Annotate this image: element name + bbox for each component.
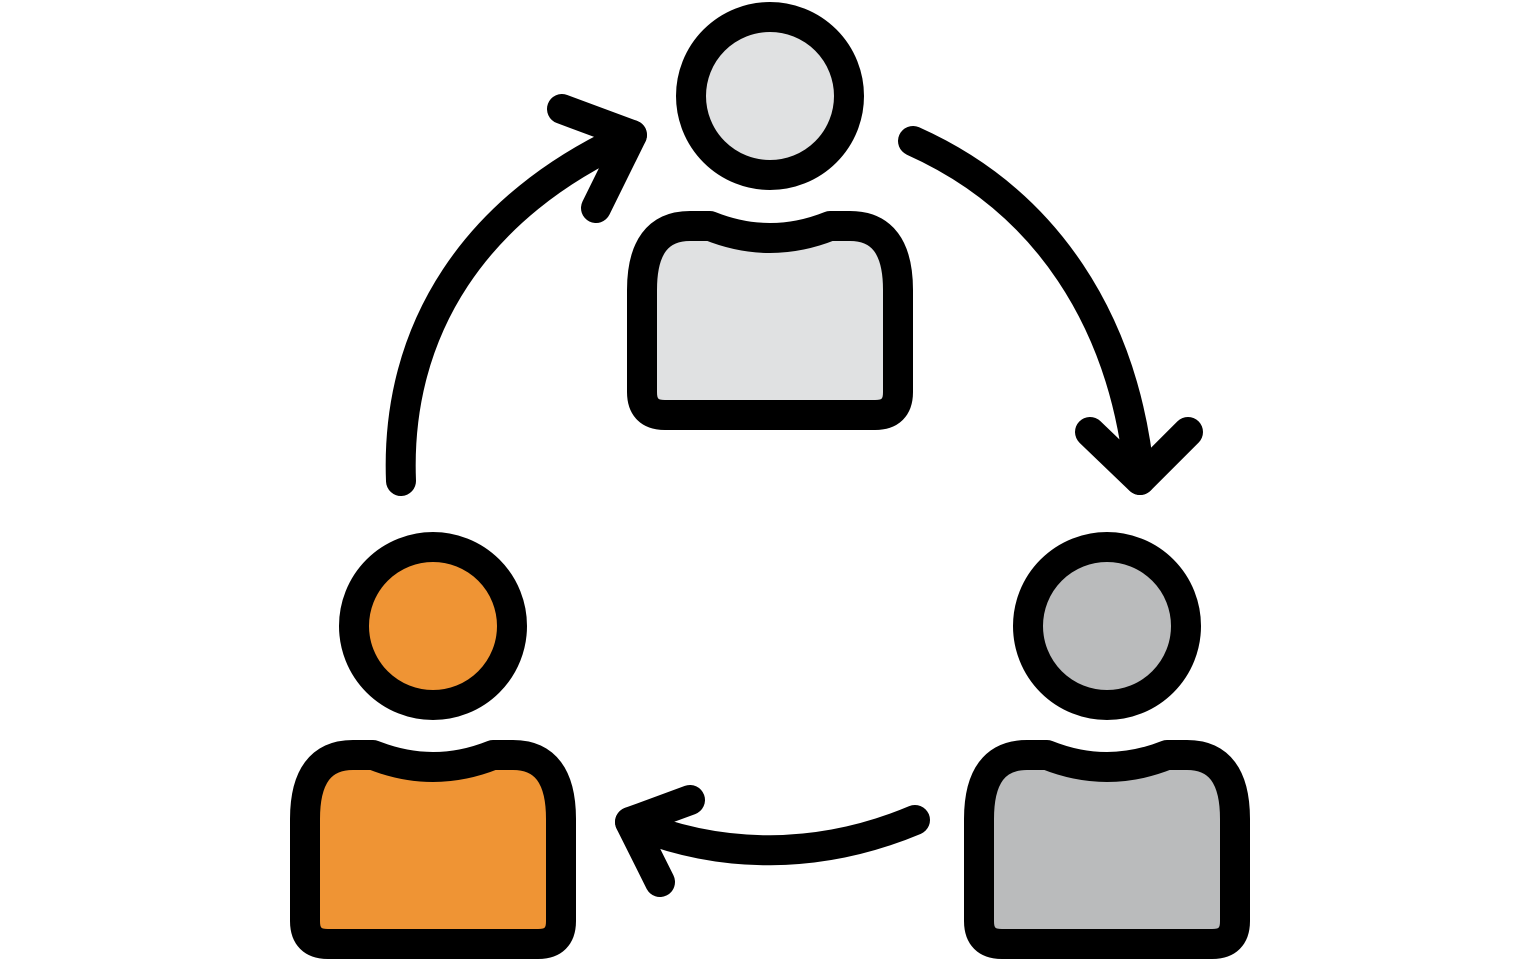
arrow-top-to-right (898, 126, 1203, 495)
person-left-body (290, 740, 576, 959)
arrow-left-to-top (385, 94, 647, 496)
arrow-left-to-top-head (547, 94, 647, 223)
person-left (290, 532, 576, 959)
person-right-head (1013, 532, 1201, 720)
person-top-body (627, 211, 913, 430)
arrow-right-to-left (615, 785, 930, 897)
arrow-top-to-right-head (1075, 417, 1203, 495)
person-right (964, 532, 1250, 959)
person-top (627, 2, 913, 430)
person-left-head (339, 532, 527, 720)
arrow-left-to-top-curve (385, 120, 647, 496)
arrow-right-to-left-curve (615, 805, 930, 866)
person-top-head (676, 2, 864, 190)
arrow-top-to-right-curve (898, 126, 1155, 495)
person-right-body (964, 740, 1250, 959)
arrow-right-to-left-head (615, 785, 705, 897)
